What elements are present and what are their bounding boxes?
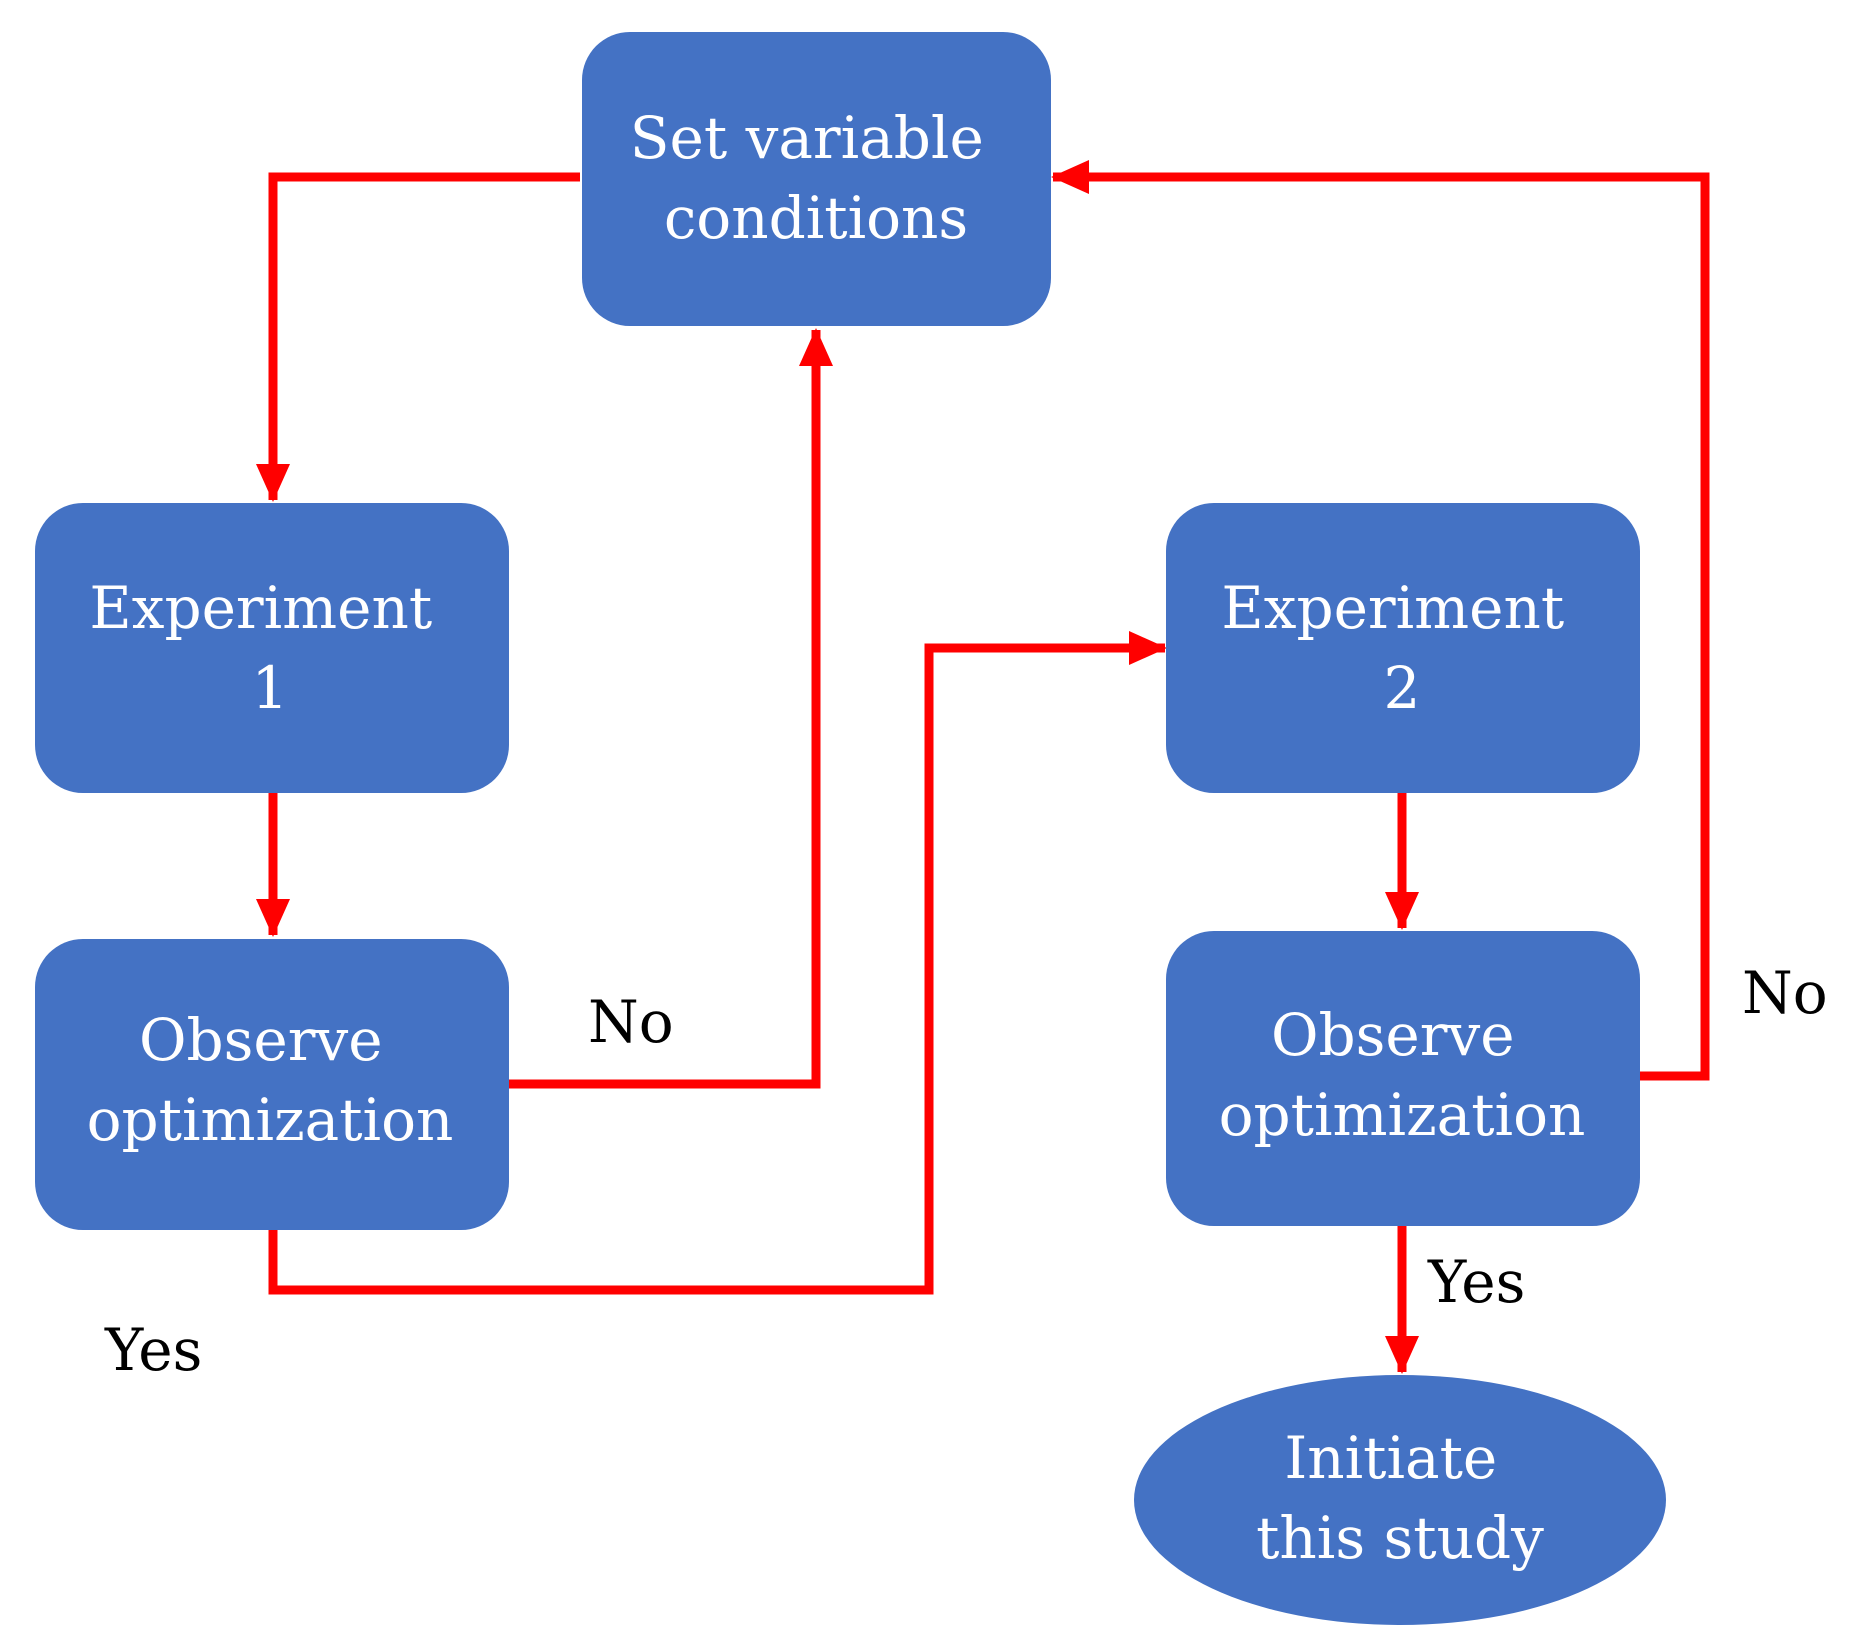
- node-initiate-this-study-label: Initiate this study: [1256, 1424, 1544, 1572]
- nodes: Set variable conditions Experiment 1 Obs…: [35, 32, 1666, 1625]
- edge-label-observe-2-no: No: [1742, 959, 1828, 1027]
- edge-observe-1-to-set-variable: [508, 328, 833, 1089]
- node-set-variable-conditions: [582, 32, 1051, 326]
- edge-label-observe-2-yes: Yes: [1427, 1248, 1525, 1316]
- node-set-variable-line-1: Set variable: [630, 104, 984, 172]
- node-experiment-2: [1166, 503, 1640, 793]
- node-experiment-1-label: Experiment 1: [89, 574, 450, 722]
- node-set-variable-conditions-label: Set variable conditions: [630, 104, 1002, 252]
- edge-labels: No Yes No Yes: [104, 959, 1828, 1384]
- node-observe-1-line-1: Observe: [139, 1006, 383, 1074]
- edge-observe-2-to-set-variable: [1051, 160, 1710, 1081]
- edge-label-observe-1-no: No: [588, 988, 674, 1056]
- node-observe-optimization-2-label: Observe optimization: [1219, 1001, 1586, 1149]
- node-experiment-2-line-1: Experiment: [1221, 574, 1564, 642]
- edges: [256, 160, 1710, 1374]
- node-observe-optimization-1-label: Observe optimization: [87, 1006, 454, 1154]
- node-experiment-2-line-2: 2: [1384, 654, 1421, 722]
- node-observe-2-line-1: Observe: [1271, 1001, 1515, 1069]
- edge-label-observe-1-yes: Yes: [104, 1316, 202, 1384]
- node-initiate-line-1: Initiate: [1284, 1424, 1497, 1492]
- node-experiment-1-line-2: 1: [252, 654, 289, 722]
- node-set-variable-line-2: conditions: [664, 184, 968, 252]
- edge-observe-1-to-experiment-2: [268, 631, 1167, 1295]
- node-initiate-line-2: this study: [1256, 1504, 1544, 1572]
- node-observe-2-line-2: optimization: [1219, 1081, 1586, 1149]
- node-experiment-1-line-1: Experiment: [89, 574, 432, 642]
- node-observe-1-line-2: optimization: [87, 1086, 454, 1154]
- node-observe-optimization-2: [1166, 931, 1640, 1226]
- edge-set-variable-to-experiment-1: [256, 172, 580, 502]
- node-experiment-1: [35, 503, 509, 793]
- node-observe-optimization-1: [35, 939, 509, 1230]
- node-experiment-2-label: Experiment 2: [1221, 574, 1582, 722]
- node-initiate-this-study: [1134, 1375, 1666, 1625]
